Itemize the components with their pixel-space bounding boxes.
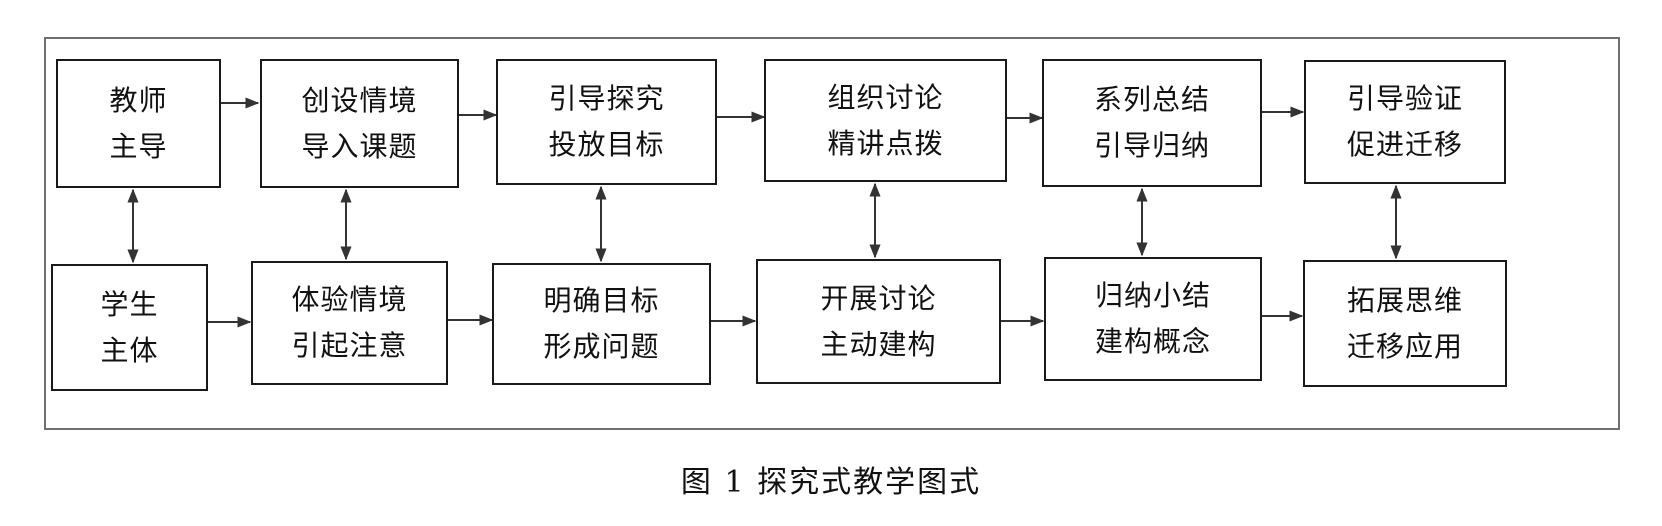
box-create-situation: 创设情境 导入课题 bbox=[260, 59, 459, 188]
box-line-1: 体验情境 bbox=[291, 283, 408, 316]
box-line-1: 组织讨论 bbox=[827, 80, 944, 114]
box-line-1: 教师 bbox=[109, 83, 168, 117]
box-student-subject: 学生 主体 bbox=[51, 264, 208, 391]
box-line-1: 开展讨论 bbox=[820, 281, 937, 315]
box-guide-inquiry: 引导探究 投放目标 bbox=[496, 59, 717, 185]
box-line-1: 系列总结 bbox=[1093, 83, 1210, 116]
box-expand-thinking: 拓展思维 迁移应用 bbox=[1303, 260, 1507, 387]
diagram-frame bbox=[44, 37, 1620, 430]
box-line-2: 主导 bbox=[109, 129, 168, 163]
box-line-1: 拓展思维 bbox=[1346, 283, 1463, 317]
box-line-2: 导入课题 bbox=[301, 129, 418, 163]
box-experience-situation: 体验情境 引起注意 bbox=[251, 261, 448, 385]
box-line-2: 主体 bbox=[100, 333, 159, 367]
box-line-1: 归纳小结 bbox=[1094, 279, 1211, 312]
box-line-2: 引起注意 bbox=[291, 329, 408, 362]
box-clarify-goal: 明确目标 形成问题 bbox=[492, 263, 711, 385]
box-line-1: 引导验证 bbox=[1346, 82, 1463, 115]
box-series-summary: 系列总结 引导归纳 bbox=[1042, 59, 1262, 187]
box-carry-out-discussion: 开展讨论 主动建构 bbox=[756, 259, 1001, 384]
box-line-2: 精讲点拨 bbox=[827, 126, 944, 160]
box-guide-verification: 引导验证 促进迁移 bbox=[1304, 60, 1506, 184]
box-line-2: 投放目标 bbox=[548, 128, 665, 161]
box-organize-discussion: 组织讨论 精讲点拨 bbox=[764, 59, 1007, 182]
box-line-1: 创设情境 bbox=[301, 83, 418, 117]
box-line-2: 迁移应用 bbox=[1346, 329, 1463, 363]
box-line-1: 明确目标 bbox=[543, 284, 660, 317]
box-line-2: 形成问题 bbox=[543, 330, 660, 363]
box-line-2: 建构概念 bbox=[1094, 325, 1211, 358]
box-line-2: 引导归纳 bbox=[1093, 129, 1210, 162]
box-line-1: 引导探究 bbox=[548, 82, 665, 115]
box-teacher-lead: 教师 主导 bbox=[56, 59, 221, 188]
box-line-2: 促进迁移 bbox=[1346, 128, 1463, 161]
figure-caption: 图 1 探究式教学图式 bbox=[680, 465, 982, 500]
box-line-2: 主动建构 bbox=[820, 327, 937, 361]
box-line-1: 学生 bbox=[100, 287, 159, 321]
box-summarize: 归纳小结 建构概念 bbox=[1044, 257, 1262, 381]
